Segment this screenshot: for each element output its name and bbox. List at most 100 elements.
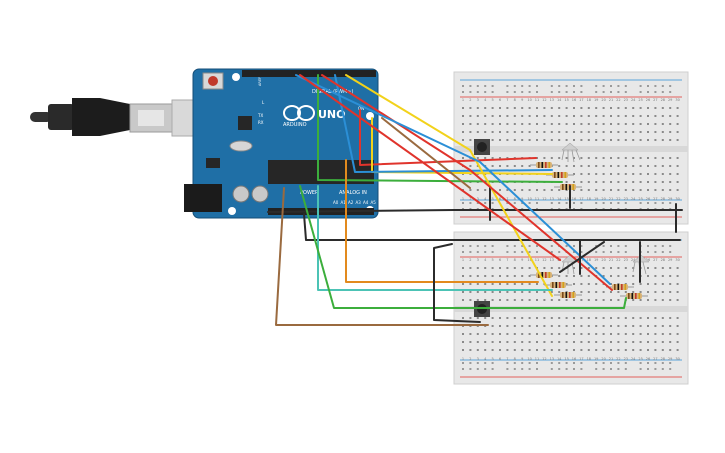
breadboard-hole[interactable] bbox=[573, 139, 575, 141]
breadboard-hole[interactable] bbox=[536, 115, 538, 117]
rail-hole[interactable] bbox=[565, 85, 568, 87]
breadboard-hole[interactable] bbox=[610, 107, 612, 109]
breadboard-hole[interactable] bbox=[521, 333, 524, 335]
breadboard-hole[interactable] bbox=[610, 317, 612, 319]
breadboard-hole[interactable] bbox=[624, 189, 627, 191]
rail-hole[interactable] bbox=[610, 251, 612, 253]
breadboard-hole[interactable] bbox=[506, 299, 509, 301]
breadboard-hole[interactable] bbox=[654, 317, 657, 319]
breadboard-hole[interactable] bbox=[513, 317, 516, 319]
breadboard-hole[interactable] bbox=[595, 157, 598, 159]
rail-hole[interactable] bbox=[550, 91, 553, 93]
wire-teal[interactable] bbox=[317, 185, 553, 291]
breadboard-hole[interactable] bbox=[565, 157, 568, 159]
breadboard-hole[interactable] bbox=[573, 325, 575, 327]
breadboard-hole[interactable] bbox=[661, 139, 664, 141]
breadboard-hole[interactable] bbox=[632, 139, 635, 141]
breadboard-hole[interactable] bbox=[632, 189, 635, 191]
breadboard-hole[interactable] bbox=[602, 341, 605, 343]
breadboard-hole[interactable] bbox=[639, 341, 642, 343]
rail-hole[interactable] bbox=[610, 208, 612, 210]
breadboard-hole[interactable] bbox=[521, 317, 524, 319]
breadboard-hole[interactable] bbox=[632, 341, 635, 343]
breadboard-hole[interactable] bbox=[602, 349, 605, 351]
breadboard-hole[interactable] bbox=[573, 349, 575, 351]
breadboard-hole[interactable] bbox=[476, 189, 479, 191]
breadboard-hole[interactable] bbox=[499, 291, 501, 293]
rail-hole[interactable] bbox=[573, 245, 575, 247]
breadboard-hole[interactable] bbox=[617, 131, 620, 133]
breadboard-hole[interactable] bbox=[484, 131, 487, 133]
breadboard-hole[interactable] bbox=[550, 139, 553, 141]
breadboard-hole[interactable] bbox=[499, 267, 501, 269]
breadboard-hole[interactable] bbox=[580, 267, 583, 269]
breadboard-hole[interactable] bbox=[462, 283, 464, 285]
breadboard-hole[interactable] bbox=[595, 115, 598, 117]
usb-cable-icon[interactable] bbox=[30, 98, 199, 137]
rail-hole[interactable] bbox=[476, 245, 479, 247]
breadboard-hole[interactable] bbox=[469, 267, 472, 269]
breadboard-hole[interactable] bbox=[499, 189, 501, 191]
breadboard-hole[interactable] bbox=[491, 317, 494, 319]
breadboard-hole[interactable] bbox=[536, 139, 538, 141]
breadboard-hole[interactable] bbox=[476, 107, 479, 109]
breadboard-hole[interactable] bbox=[499, 157, 501, 159]
breadboard-hole[interactable] bbox=[580, 325, 583, 327]
breadboard-hole[interactable] bbox=[469, 341, 472, 343]
rail-hole[interactable] bbox=[558, 85, 561, 87]
breadboard-hole[interactable] bbox=[543, 131, 546, 133]
breadboard-hole[interactable] bbox=[528, 275, 531, 277]
breadboard-hole[interactable] bbox=[528, 325, 531, 327]
breadboard-hole[interactable] bbox=[676, 157, 679, 159]
breadboard-hole[interactable] bbox=[499, 165, 501, 167]
breadboard-hole[interactable] bbox=[573, 165, 575, 167]
rail-hole[interactable] bbox=[580, 85, 583, 87]
breadboard-hole[interactable] bbox=[536, 283, 538, 285]
breadboard-hole[interactable] bbox=[513, 123, 516, 125]
breadboard-hole[interactable] bbox=[499, 139, 501, 141]
breadboard-hole[interactable] bbox=[462, 123, 464, 125]
rail-hole[interactable] bbox=[484, 251, 487, 253]
breadboard-hole[interactable] bbox=[639, 107, 642, 109]
breadboard-hole[interactable] bbox=[476, 349, 479, 351]
rail-hole[interactable] bbox=[558, 362, 561, 364]
rail-hole[interactable] bbox=[580, 245, 583, 247]
breadboard-hole[interactable] bbox=[476, 317, 479, 319]
breadboard-hole[interactable] bbox=[617, 181, 620, 183]
rail-hole[interactable] bbox=[462, 245, 464, 247]
breadboard-hole[interactable] bbox=[602, 333, 605, 335]
rail-hole[interactable] bbox=[661, 362, 664, 364]
rail-hole[interactable] bbox=[647, 91, 649, 93]
breadboard-hole[interactable] bbox=[602, 123, 605, 125]
rail-hole[interactable] bbox=[617, 202, 620, 204]
breadboard-hole[interactable] bbox=[595, 283, 598, 285]
breadboard-hole[interactable] bbox=[624, 139, 627, 141]
breadboard-hole[interactable] bbox=[617, 317, 620, 319]
breadboard-hole[interactable] bbox=[573, 299, 575, 301]
rail-hole[interactable] bbox=[654, 251, 657, 253]
rail-hole[interactable] bbox=[521, 85, 524, 87]
breadboard-hole[interactable] bbox=[506, 165, 509, 167]
breadboard-hole[interactable] bbox=[565, 115, 568, 117]
wire-black[interactable] bbox=[303, 213, 681, 241]
rail-hole[interactable] bbox=[550, 251, 553, 253]
breadboard-hole[interactable] bbox=[624, 181, 627, 183]
breadboard-hole[interactable] bbox=[528, 333, 531, 335]
breadboard-hole[interactable] bbox=[565, 165, 568, 167]
rail-hole[interactable] bbox=[647, 362, 649, 364]
breadboard-hole[interactable] bbox=[506, 139, 509, 141]
breadboard-hole[interactable] bbox=[669, 299, 672, 301]
breadboard-hole[interactable] bbox=[558, 325, 561, 327]
breadboard-hole[interactable] bbox=[462, 317, 464, 319]
breadboard-hole[interactable] bbox=[506, 283, 509, 285]
breadboard-hole[interactable] bbox=[676, 333, 679, 335]
rail-hole[interactable] bbox=[476, 91, 479, 93]
rail-hole[interactable] bbox=[573, 202, 575, 204]
breadboard-hole[interactable] bbox=[506, 341, 509, 343]
breadboard-hole[interactable] bbox=[536, 299, 538, 301]
rail-hole[interactable] bbox=[491, 245, 494, 247]
breadboard-hole[interactable] bbox=[639, 115, 642, 117]
breadboard-hole[interactable] bbox=[595, 173, 598, 175]
breadboard-hole[interactable] bbox=[499, 333, 501, 335]
breadboard-hole[interactable] bbox=[624, 115, 627, 117]
